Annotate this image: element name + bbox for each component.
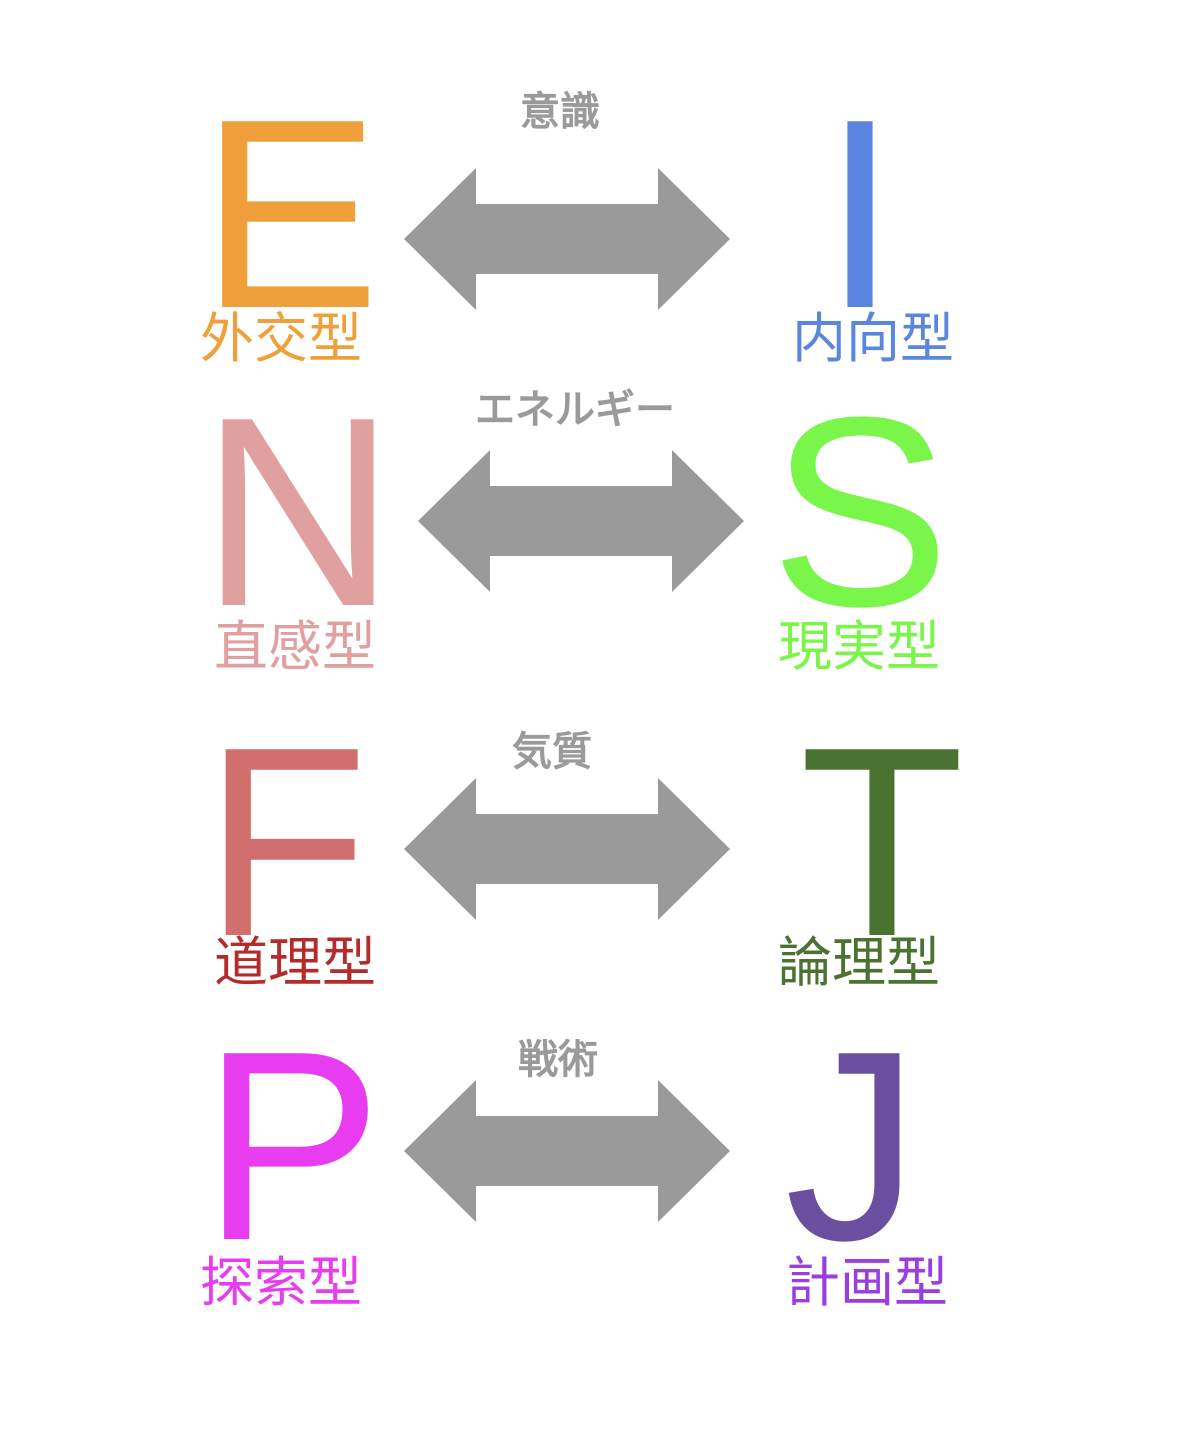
letter-i: I <box>822 64 898 365</box>
letter-p: P <box>201 996 383 1297</box>
type-label-logic: 論理型 <box>778 931 940 994</box>
letter-e: E <box>199 64 381 365</box>
double-arrow-icon <box>404 778 730 920</box>
dimension-label-consciousness: 意識 <box>520 89 600 135</box>
letter-n: N <box>200 362 396 663</box>
double-arrow-icon <box>404 1080 730 1222</box>
letter-t: T <box>799 692 965 993</box>
letter-j: J <box>784 996 920 1297</box>
pair-p-j: P 戦術 J 探索型 計画型 <box>0 1012 1200 1322</box>
pair-e-i: E 意識 I 外交型 内向型 <box>0 80 1200 390</box>
type-label-introvert: 内向型 <box>792 307 954 370</box>
letter-f: F <box>203 692 369 993</box>
type-label-planner: 計画型 <box>786 1251 948 1314</box>
letter-s: S <box>769 362 951 663</box>
type-label-extravert: 外交型 <box>200 307 362 370</box>
pair-n-s: N エネルギー S 直感型 現実型 <box>0 378 1200 688</box>
type-label-reason: 道理型 <box>214 931 376 994</box>
double-arrow-icon <box>404 168 730 310</box>
dimension-label-temperament: 気質 <box>512 729 592 775</box>
dimension-label-energy: エネルギー <box>475 387 675 433</box>
type-label-intuitive: 直感型 <box>214 615 376 678</box>
type-label-explorer: 探索型 <box>200 1251 362 1314</box>
dimension-label-tactics: 戦術 <box>518 1037 598 1083</box>
double-arrow-icon <box>418 450 744 592</box>
type-label-realistic: 現実型 <box>778 615 940 678</box>
pair-f-t: F 気質 T 道理型 論理型 <box>0 708 1200 1018</box>
